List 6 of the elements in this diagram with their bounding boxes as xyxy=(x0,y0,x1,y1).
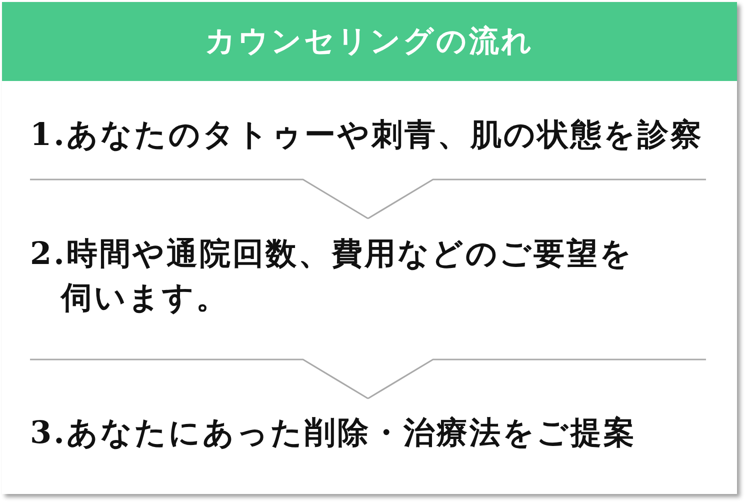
chevron-divider xyxy=(29,178,707,220)
title: カウンセリングの流れ xyxy=(205,22,534,60)
step-text: 1.あなたのタトゥーや刺青、肌の状態を診察 xyxy=(30,116,704,155)
step-text: 3.あなたにあった削除・治療法をご提案 xyxy=(30,414,638,452)
chevron-divider xyxy=(29,358,707,400)
step-text: 2.時間や通院回数、費用などのご要望を伺います。 xyxy=(30,235,634,318)
